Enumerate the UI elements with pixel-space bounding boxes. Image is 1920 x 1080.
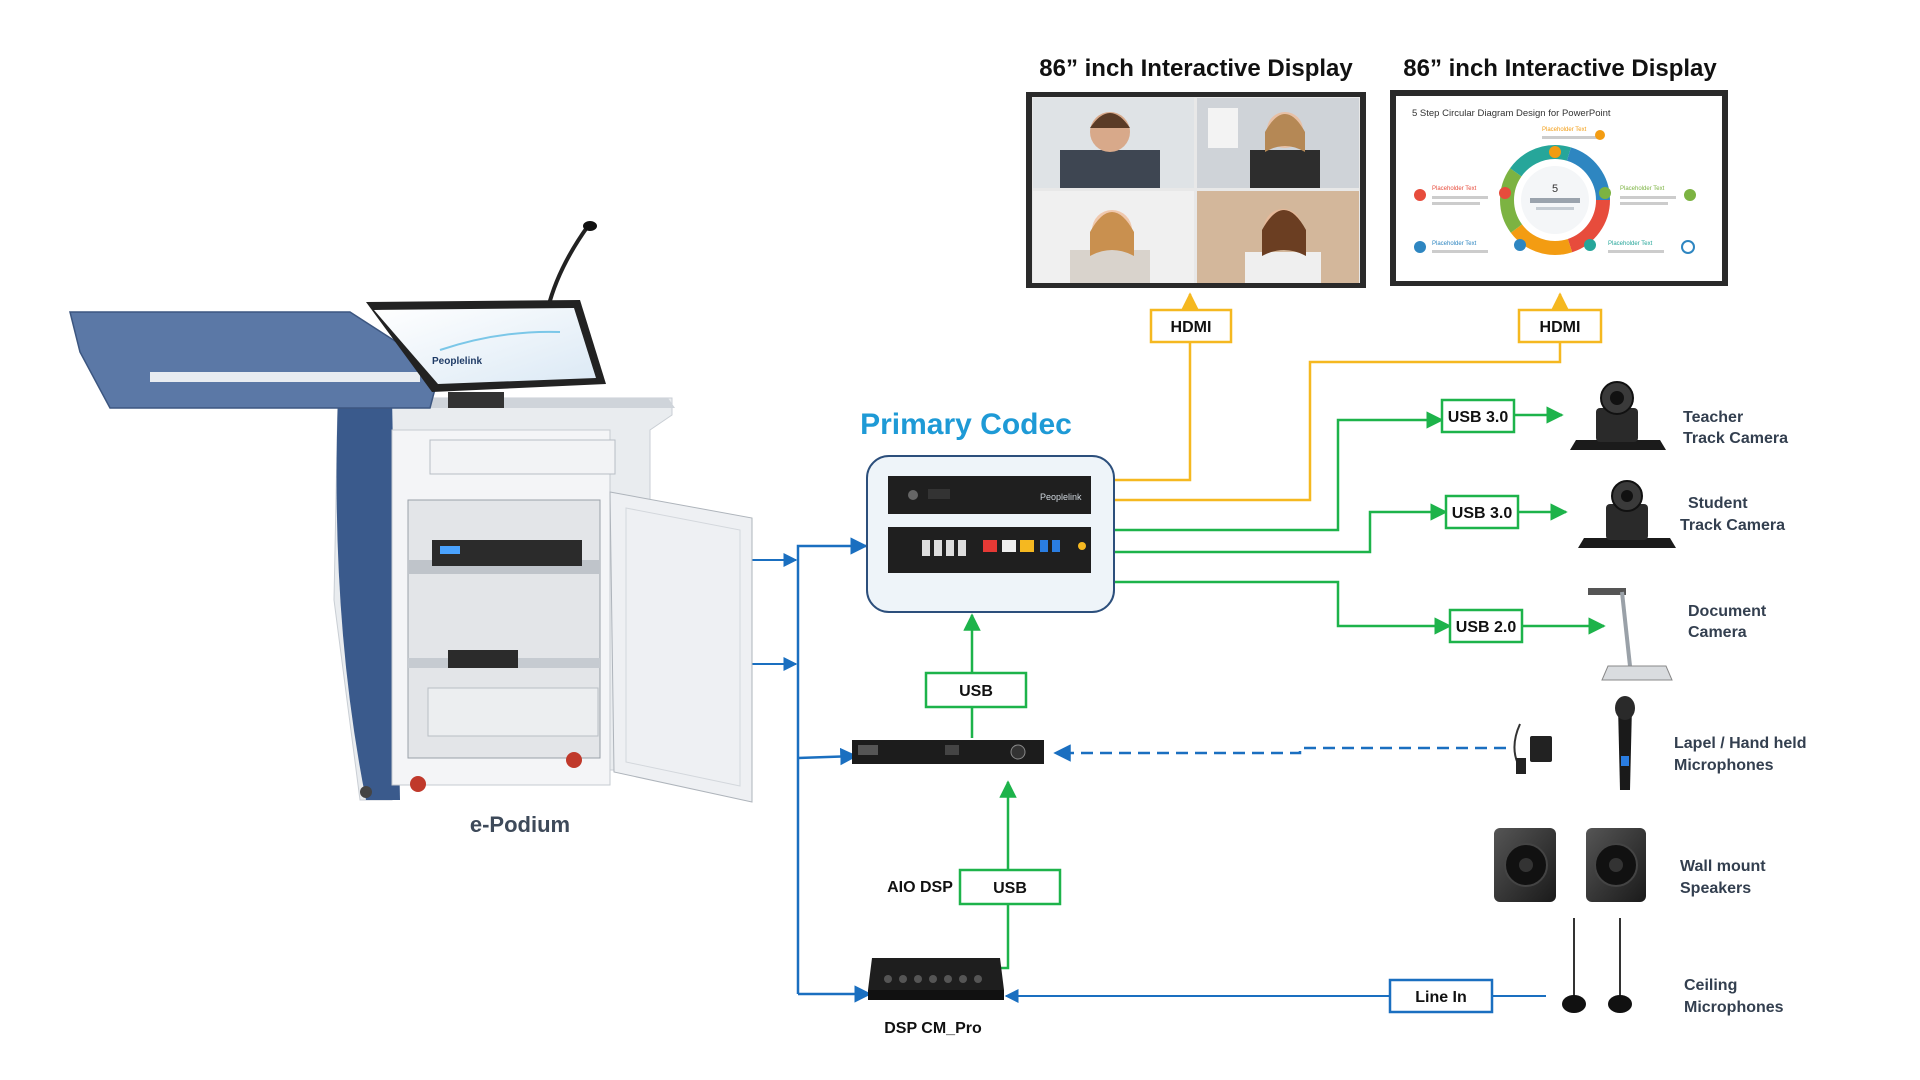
ceiling-mic-2: [1608, 995, 1632, 1013]
lectern-plate: [69, 311, 441, 409]
aio-dsp-label: AIO DSP: [887, 879, 953, 896]
ceiling-microphones: Ceiling Microphones: [1562, 918, 1784, 1016]
placeholder-bottom-left: Placeholder Text: [1432, 241, 1477, 247]
codec-usb-badge-text: USB: [959, 683, 993, 700]
primary-codec: Primary Codec Peoplelink: [860, 408, 1115, 613]
ceiling-label-1: Ceiling: [1684, 977, 1737, 994]
wall-speakers: Wall mount Speakers: [1494, 828, 1766, 902]
dsp-cm-label: DSP CM_Pro: [884, 1020, 982, 1037]
display-2-title: 86” inch Interactive Display: [1403, 55, 1717, 82]
bulb-icon: [1595, 130, 1605, 140]
teacher-camera: USB 3.0 Teacher Track Camera: [1440, 381, 1788, 450]
speakers-label-2: Speakers: [1680, 880, 1751, 897]
document-camera-label-2: Camera: [1688, 624, 1747, 641]
wireless-mic-link: [1053, 744, 1506, 762]
document-camera-connector: USB 2.0: [1456, 619, 1517, 636]
slide-center-number: 5: [1552, 183, 1558, 195]
codec-brand: Peoplelink: [1040, 492, 1082, 502]
display-2: 86” inch Interactive Display 5 Step Circ…: [1390, 55, 1728, 286]
display-1-title: 86” inch Interactive Display: [1039, 55, 1353, 82]
aio-usb-badge-text: USB: [993, 880, 1027, 897]
student-camera-connector: USB 3.0: [1452, 505, 1513, 522]
placeholder-left: Placeholder Text: [1432, 186, 1477, 192]
lapel-transmitter: [1530, 736, 1552, 762]
bus-to-aio-dsp: [797, 747, 858, 766]
gear-icon: [1414, 241, 1426, 253]
podium-label: e-Podium: [470, 812, 570, 837]
codec-front: [888, 476, 1091, 514]
video-tile-3: [1033, 191, 1194, 283]
hdmi-badge-1: HDMI: [1149, 308, 1233, 344]
speakers-label-1: Wall mount: [1680, 858, 1766, 875]
aio-usb-badge: USB: [958, 868, 1062, 906]
circular-diagram: 5: [1499, 145, 1611, 255]
line-in-badge-text: Line In: [1415, 989, 1467, 1006]
usb-line-student-camera: [1110, 503, 1448, 554]
line-in-badge: Line In: [1388, 978, 1494, 1014]
target-icon: [1414, 189, 1426, 201]
video-tile-1: [1033, 98, 1194, 188]
megaphone-icon: [1684, 189, 1696, 201]
student-camera-label-2: Track Camera: [1680, 517, 1785, 534]
handheld-mic: [1618, 706, 1632, 790]
student-camera: USB 3.0 Student Track Camera: [1444, 480, 1785, 548]
podium-touch-panel: [448, 392, 504, 408]
magnifier-icon: [1681, 240, 1695, 254]
ceiling-label-2: Microphones: [1684, 999, 1784, 1016]
hdmi-badge-2: HDMI: [1517, 308, 1603, 344]
codec-title: Primary Codec: [860, 408, 1072, 441]
gooseneck-mic: [546, 224, 590, 309]
placeholder-right: Placeholder Text: [1620, 186, 1665, 192]
podium-screen-brand: Peoplelink: [432, 356, 482, 367]
usb-line-cm-to-dsp: [999, 780, 1017, 970]
lapel-microphones: Lapel / Hand held Microphones: [1513, 696, 1806, 790]
placeholder-bottom-right: Placeholder Text: [1608, 241, 1653, 247]
placeholder-top: Placeholder Text: [1542, 127, 1587, 133]
ceiling-mic-1: [1562, 995, 1586, 1013]
slide-heading: 5 Step Circular Diagram Design for Power…: [1412, 108, 1611, 119]
usb-line-document-camera: [1110, 580, 1452, 635]
student-camera-label-1: Student: [1688, 495, 1748, 512]
teacher-camera-label-2: Track Camera: [1683, 430, 1788, 447]
hdmi-badge-1-text: HDMI: [1171, 319, 1212, 336]
teacher-camera-label-1: Teacher: [1683, 409, 1743, 426]
aio-dsp-unit: AIO DSP: [852, 740, 1044, 896]
dsp-cm-pro: DSP CM_Pro: [868, 958, 1004, 1037]
codec-usb-badge: USB: [924, 671, 1028, 709]
document-camera-label-1: Document: [1688, 603, 1767, 620]
lapel-label-2: Microphones: [1674, 757, 1774, 774]
dsp-cm-chassis: [868, 958, 1004, 990]
document-camera: USB 2.0 Document Camera: [1448, 588, 1767, 681]
usb-line-teacher-camera: [1110, 411, 1444, 532]
hdmi-badge-2-text: HDMI: [1540, 319, 1581, 336]
e-podium: Peoplelink e-Podium: [69, 221, 753, 837]
video-tile-2: [1197, 98, 1359, 188]
podium-rack-codec: [448, 650, 518, 668]
video-tile-4: [1197, 191, 1359, 283]
slide-placeholders: Placeholder Text Placeholder Text Placeh…: [1414, 127, 1696, 254]
teacher-camera-connector: USB 3.0: [1448, 409, 1509, 426]
podium-blue-panel: [336, 398, 400, 800]
codec-ports: [922, 540, 1086, 556]
display-1: 86” inch Interactive Display: [1026, 55, 1366, 288]
hdmi-line-display-1: [1110, 292, 1199, 482]
lapel-label-1: Lapel / Hand held: [1674, 735, 1806, 752]
bus-to-codec: [796, 537, 868, 994]
podium-screen: [374, 308, 596, 384]
